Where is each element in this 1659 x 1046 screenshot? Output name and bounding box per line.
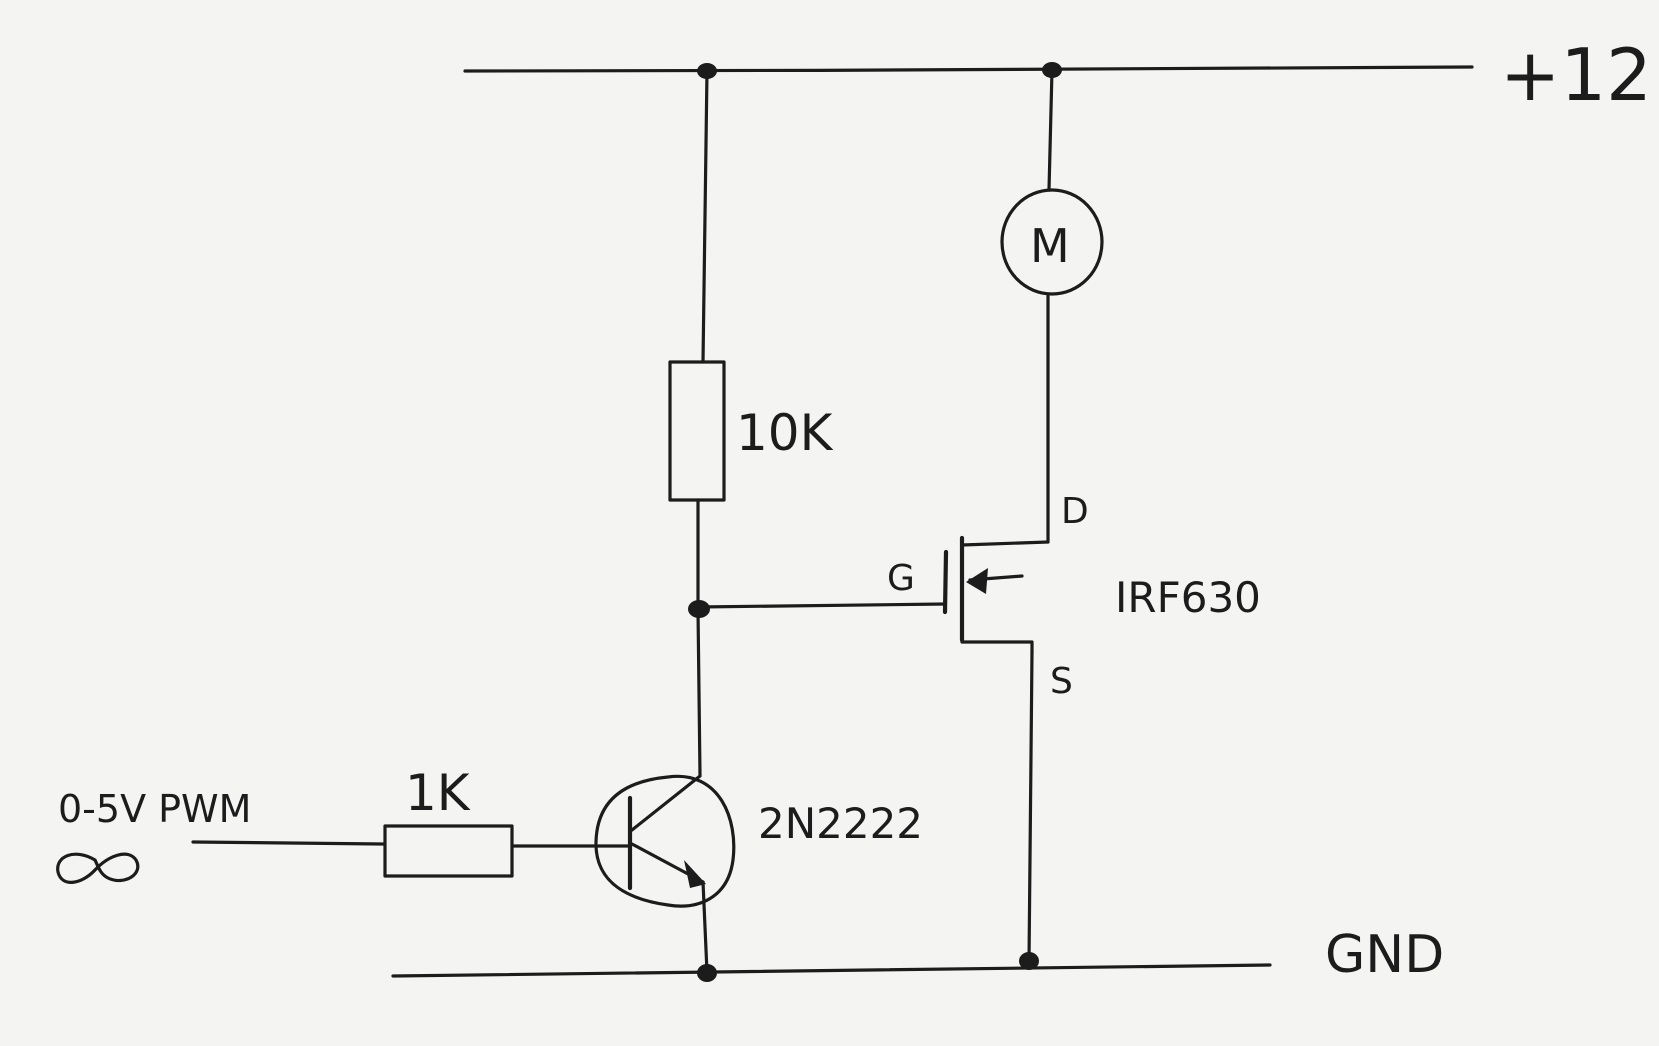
- mosfet-source-lead: [960, 640, 1034, 654]
- gate-wire: [696, 602, 947, 609]
- input-label: 0-5V PWM: [58, 787, 251, 831]
- emitter-wire: [701, 880, 709, 974]
- mosfet-gate-plate: [942, 549, 949, 615]
- transistor-collector: [630, 774, 702, 832]
- transistor-label: 2N2222: [758, 799, 923, 848]
- ground-rail: [391, 963, 1272, 978]
- junction-supply-right: [1042, 62, 1062, 78]
- motor-top-wire: [1047, 68, 1054, 192]
- junction-supply-left: [697, 63, 717, 79]
- source-wire: [1027, 650, 1034, 964]
- source-pin-label: S: [1050, 661, 1073, 702]
- pullup-resistor-label: 10K: [736, 404, 834, 462]
- pullup-top-wire: [701, 69, 709, 364]
- collector-wire: [696, 608, 702, 777]
- transistor-emitter-arrow: [684, 860, 706, 888]
- junction-ground-right: [1019, 952, 1039, 970]
- supply-rail: [463, 65, 1474, 73]
- transistor-circle: [594, 774, 736, 908]
- mosfet-body-arrow: [966, 568, 988, 594]
- mosfet-label: IRF630: [1115, 573, 1261, 622]
- mosfet-drain-lead: [960, 540, 1050, 547]
- motor-label: M: [1030, 219, 1070, 273]
- gate-pin-label: G: [887, 558, 915, 599]
- base-resistor-label: 1K: [405, 764, 471, 822]
- junction-ground-left: [697, 964, 717, 982]
- base-resistor: [383, 824, 514, 878]
- pullup-resistor: [668, 360, 726, 502]
- junction-gate: [688, 600, 710, 618]
- input-wire: [191, 840, 386, 846]
- input-connector-icon: [56, 852, 140, 884]
- supply-label: +12: [1500, 33, 1652, 117]
- drain-pin-label: D: [1061, 491, 1089, 532]
- motor-symbol: [1000, 188, 1104, 296]
- ground-label: GND: [1325, 925, 1444, 985]
